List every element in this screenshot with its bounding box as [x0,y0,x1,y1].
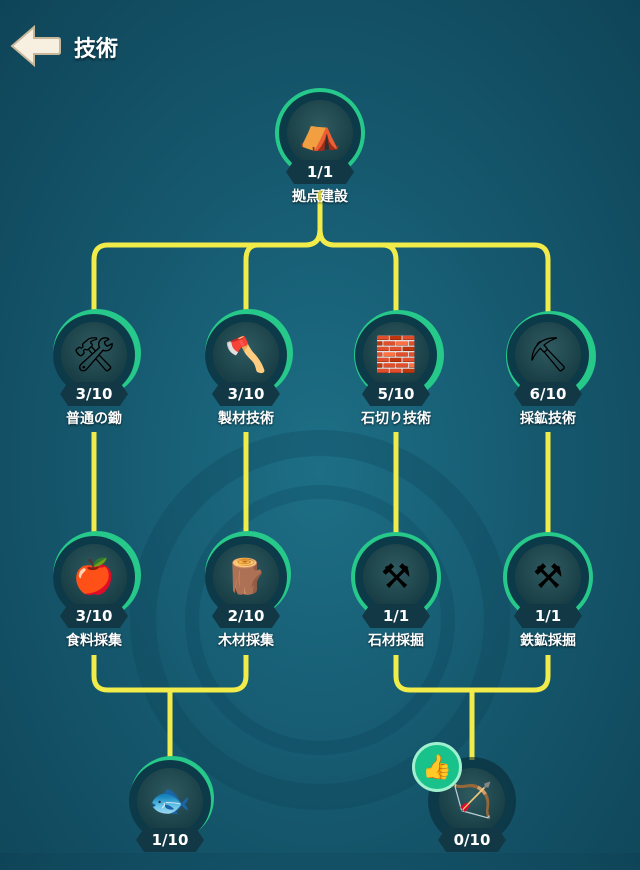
tree-stump-axe-icon: 🪓 [213,322,279,388]
fruit-cart-icon: 🍎 [61,544,127,610]
tech-label: 鉄鉱採掘 [520,633,576,649]
connector-food-wood [91,655,249,693]
level-badge: 0/10 [438,828,506,852]
tech-label: 石材採掘 [368,633,424,649]
level-badge: 3/10 [212,382,280,406]
tech-label: 拠点建設 [292,189,348,205]
level-badge: 1/1 [286,160,354,184]
iron-pickaxe-icon: ⚒ [515,544,581,610]
connector-base-lumber [243,229,323,318]
tech-node-food[interactable]: 🍎 3/10 食料採集 [39,536,149,649]
level-badge: 1/1 [514,604,582,628]
level-badge: 5/10 [362,382,430,406]
level-badge: 2/10 [212,604,280,628]
connector-stonedig-irondig [393,655,551,693]
back-arrow-icon [10,24,61,68]
top-bar: 技術 [0,0,640,90]
tech-label: 普通の鋤 [66,411,122,427]
tech-label: 木材採集 [218,633,274,649]
level-badge: 3/10 [60,604,128,628]
tech-node-stonedig[interactable]: ⚒ 1/1 石材採掘 [341,536,451,649]
tech-node-base[interactable]: ⛺ 1/1 拠点建設 [265,92,375,205]
back-button[interactable] [10,24,62,68]
level-badge: 1/1 [362,604,430,628]
plow-icon: 🛠 [61,322,127,388]
tech-node-mining[interactable]: ⛏ 6/10 採鉱技術 [493,314,603,427]
tech-node-stonecut[interactable]: 🧱 5/10 石切り技術 [341,314,451,427]
stone-blocks-icon: 🧱 [363,322,429,388]
stone-pickaxe-icon: ⚒ [363,544,429,610]
level-badge: 1/10 [136,828,204,852]
tech-label: 採鉱技術 [520,411,576,427]
tech-node-fish[interactable]: 🐟 1/10 [115,760,225,870]
tech-label: 石切り技術 [361,411,431,427]
level-badge: 6/10 [514,382,582,406]
tech-node-bow[interactable]: 🏹 0/10 [417,760,527,870]
tech-node-wood[interactable]: 🪵 2/10 木材採集 [191,536,301,649]
progress-ring: ⛏ [507,314,589,396]
fish-icon: 🐟 [137,768,203,834]
pickaxe-rock-icon: ⛏ [515,322,581,388]
tech-node-irondig[interactable]: ⚒ 1/1 鉄鉱採掘 [493,536,603,649]
progress-ring: 🍎 [53,536,135,618]
tech-node-hoe[interactable]: 🛠 3/10 普通の鋤 [39,314,149,427]
connector-base-mining [317,229,551,318]
connector-base-hoe [91,190,323,318]
progress-ring: 🛠 [53,314,135,396]
tech-node-lumber[interactable]: 🪓 3/10 製材技術 [191,314,301,427]
tech-label: 製材技術 [218,411,274,427]
page-title: 技術 [74,37,119,62]
level-badge: 3/10 [60,382,128,406]
tech-label: 食料採集 [66,633,122,649]
thumbs-up-icon[interactable]: 👍 [412,742,462,792]
camp-tent-icon: ⛺ [287,100,353,166]
log-cart-icon: 🪵 [213,544,279,610]
